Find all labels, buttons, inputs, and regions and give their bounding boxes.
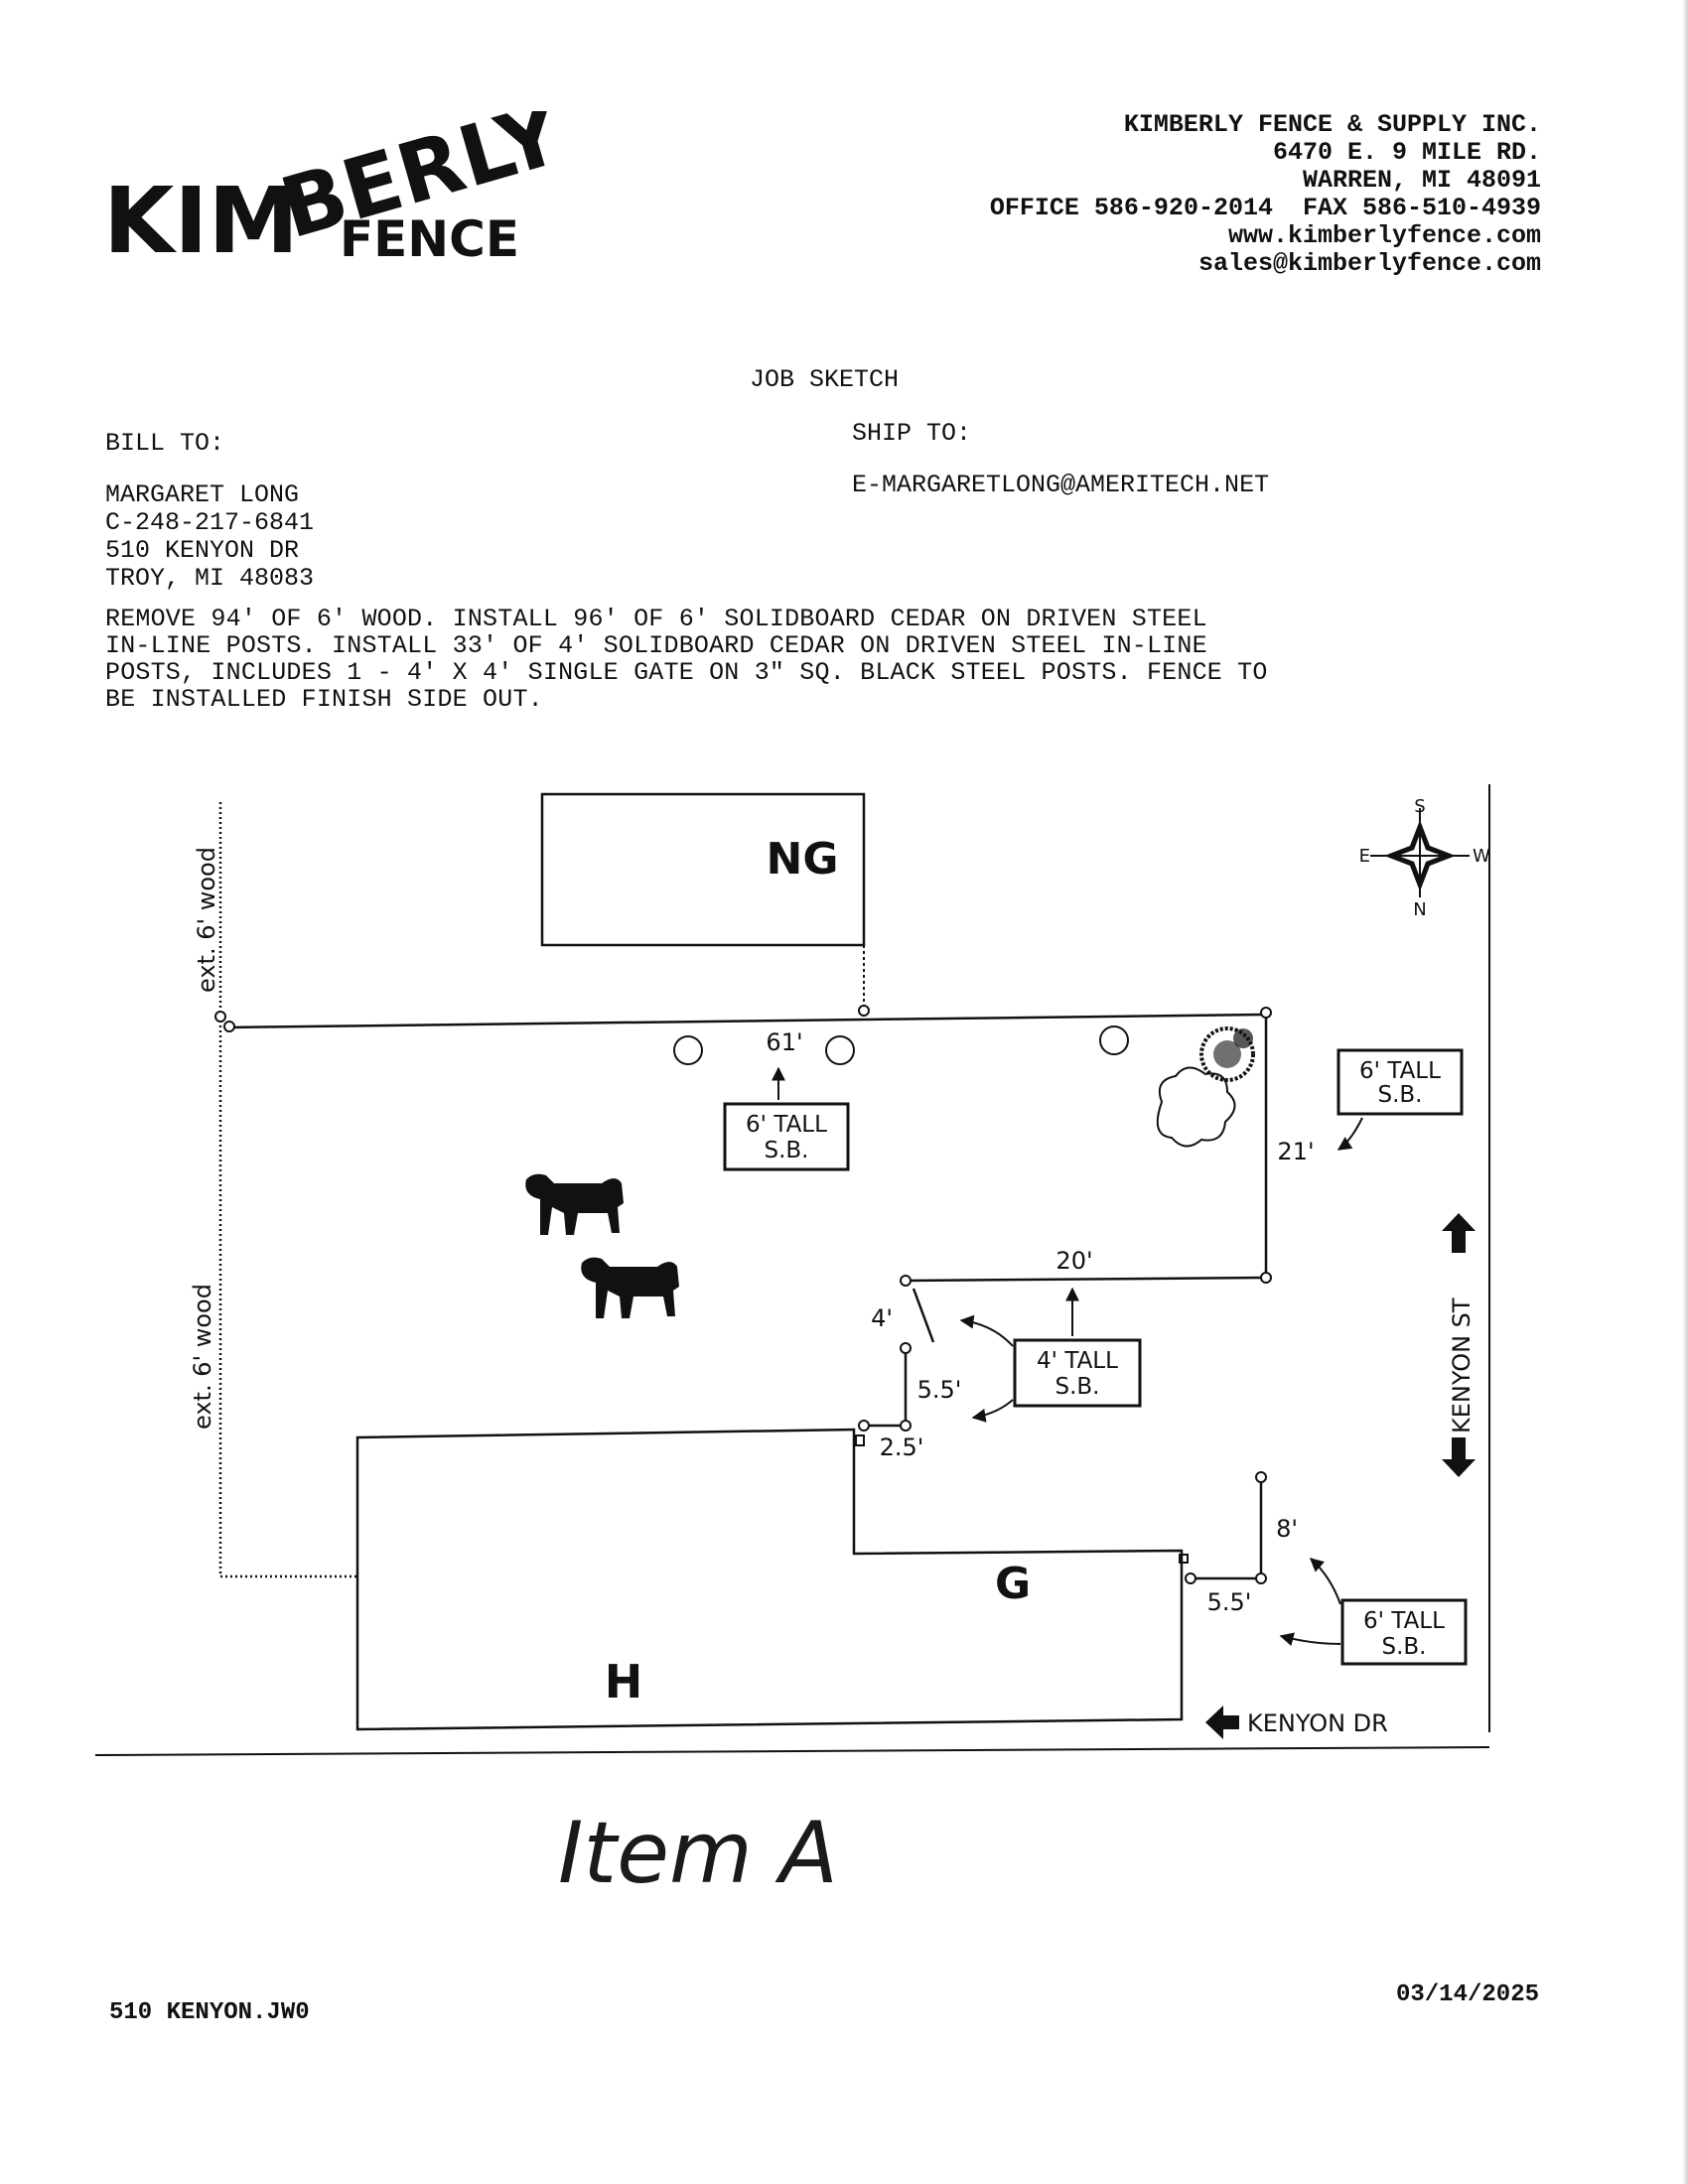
dimension-garage-side: 8' (1276, 1515, 1298, 1543)
company-name: KIMBERLY FENCE & SUPPLY INC. (1123, 110, 1541, 139)
handwritten-note: Item A (558, 1804, 838, 1903)
fence-posts (214, 1005, 1272, 1584)
svg-text:S.B.: S.B. (764, 1138, 808, 1163)
svg-text:KIM: KIM (103, 168, 299, 270)
neighbor-garage-label: NG (767, 834, 839, 885)
description-line: POSTS, INCLUDES 1 - 4' X 4' SINGLE GATE … (105, 658, 1268, 687)
dimension-small: 2.5' (880, 1433, 924, 1461)
svg-text:S.B.: S.B. (1381, 1634, 1426, 1660)
dimension-east: 21' (1277, 1138, 1314, 1165)
shrub-icon (1199, 1026, 1255, 1082)
footer-filename: 510 KENYON.JW0 (109, 1999, 310, 2026)
kenyon-st-label: KENYON ST (1448, 1297, 1476, 1433)
existing-fence-label-top: ext. 6' wood (193, 847, 220, 993)
company-city: WARREN, MI 48091 (1302, 166, 1541, 195)
svg-text:6' TALL: 6' TALL (1359, 1058, 1441, 1084)
svg-text:6' TALL: 6' TALL (1363, 1608, 1445, 1634)
fence-run-north (225, 1013, 1267, 1029)
ship-to-block: SHIP TO: E-MARGARETLONG@AMERITECH.NET (852, 420, 1269, 499)
company-info: KIMBERLY FENCE & SUPPLY INC. 6470 E. 9 M… (990, 111, 1541, 278)
compass-south-label: S (1414, 796, 1425, 817)
house-garage-outline (355, 1428, 1184, 1731)
dimension-top: 61' (766, 1028, 802, 1056)
tree-icon (673, 1025, 1236, 1148)
bill-to-city: TROY, MI 48083 (105, 564, 315, 593)
gate-leaf (912, 1288, 935, 1343)
kenyon-st-label-group: KENYON ST (1442, 1213, 1476, 1477)
description-line: REMOVE 94' OF 6' WOOD. INSTALL 96' OF 6'… (105, 605, 1207, 633)
arrow-left-icon (1205, 1706, 1239, 1739)
company-email[interactable]: sales@kimberlyfence.com (1197, 249, 1541, 278)
callout-top-center: 6' TALL S.B. (723, 1102, 850, 1171)
dimension-inner-top: 20' (1055, 1247, 1092, 1275)
kenyon-dr-label: KENYON DR (1247, 1709, 1388, 1737)
svg-text:FENCE: FENCE (340, 210, 519, 268)
description-line: IN-LINE POSTS. INSTALL 33' OF 4' SOLIDBO… (105, 631, 1207, 660)
callout-top-right: 6' TALL S.B. (1336, 1048, 1464, 1116)
company-phones: OFFICE 586-920-2014 FAX 586-510-4939 (989, 194, 1541, 222)
bill-to-phone: C-248-217-6841 (105, 508, 315, 537)
svg-text:4' TALL: 4' TALL (1037, 1348, 1118, 1374)
bill-to-label: BILL TO: (105, 429, 225, 458)
kenyon-dr-label-group: KENYON DR (1205, 1706, 1388, 1739)
arrow-up-icon (1442, 1213, 1476, 1253)
garage-label: G (995, 1559, 1031, 1609)
svg-text:S.B.: S.B. (1055, 1374, 1099, 1400)
job-description: REMOVE 94' OF 6' WOOD. INSTALL 96' OF 6'… (105, 606, 1426, 713)
dimension-gate: 4' (871, 1304, 893, 1332)
fence-run-inner (905, 1276, 1267, 1283)
description-line: BE INSTALLED FINISH SIDE OUT. (105, 685, 543, 714)
compass-east-label: E (1359, 846, 1370, 867)
compass-icon: S E W N (1359, 796, 1490, 920)
bill-to-block: BILL TO: MARGARET LONG C-248-217-6841 51… (105, 430, 314, 593)
compass-north-label: N (1413, 899, 1426, 920)
bill-to-street: 510 KENYON DR (105, 536, 300, 565)
house-label: H (605, 1655, 643, 1708)
svg-text:S.B.: S.B. (1377, 1082, 1422, 1108)
neighbor-garage-outline (540, 792, 866, 947)
logo-artwork: KIM BERLY FENCE (103, 84, 573, 274)
company-website[interactable]: www.kimberlyfence.com (1227, 221, 1541, 250)
callout-middle: 4' TALL S.B. (1013, 1338, 1142, 1408)
dog-icon (525, 1173, 679, 1318)
page-edge-shadow (1682, 0, 1688, 2184)
existing-fence-label-bottom: ext. 6' wood (189, 1284, 216, 1430)
svg-text:Item A: Item A (558, 1804, 838, 1903)
ship-to-label: SHIP TO: (852, 419, 972, 448)
ship-to-email[interactable]: E-MARGARETLONG@AMERITECH.NET (852, 471, 1270, 499)
callout-bottom-right: 6' TALL S.B. (1340, 1598, 1468, 1666)
svg-text:6' TALL: 6' TALL (746, 1112, 827, 1138)
arrow-down-icon (1442, 1437, 1476, 1477)
document-title: JOB SKETCH (749, 365, 900, 394)
bill-to-name: MARGARET LONG (105, 480, 300, 509)
dimension-inner-side: 5.5' (917, 1376, 962, 1404)
compass-west-label: W (1473, 846, 1490, 867)
company-logo: KIM BERLY FENCE (103, 84, 573, 274)
company-street: 6470 E. 9 MILE RD. (1272, 138, 1541, 167)
dimension-garage-return: 5.5' (1207, 1588, 1252, 1616)
footer-date: 03/14/2025 (1395, 1981, 1539, 2008)
property-line-south (94, 1746, 1490, 1756)
